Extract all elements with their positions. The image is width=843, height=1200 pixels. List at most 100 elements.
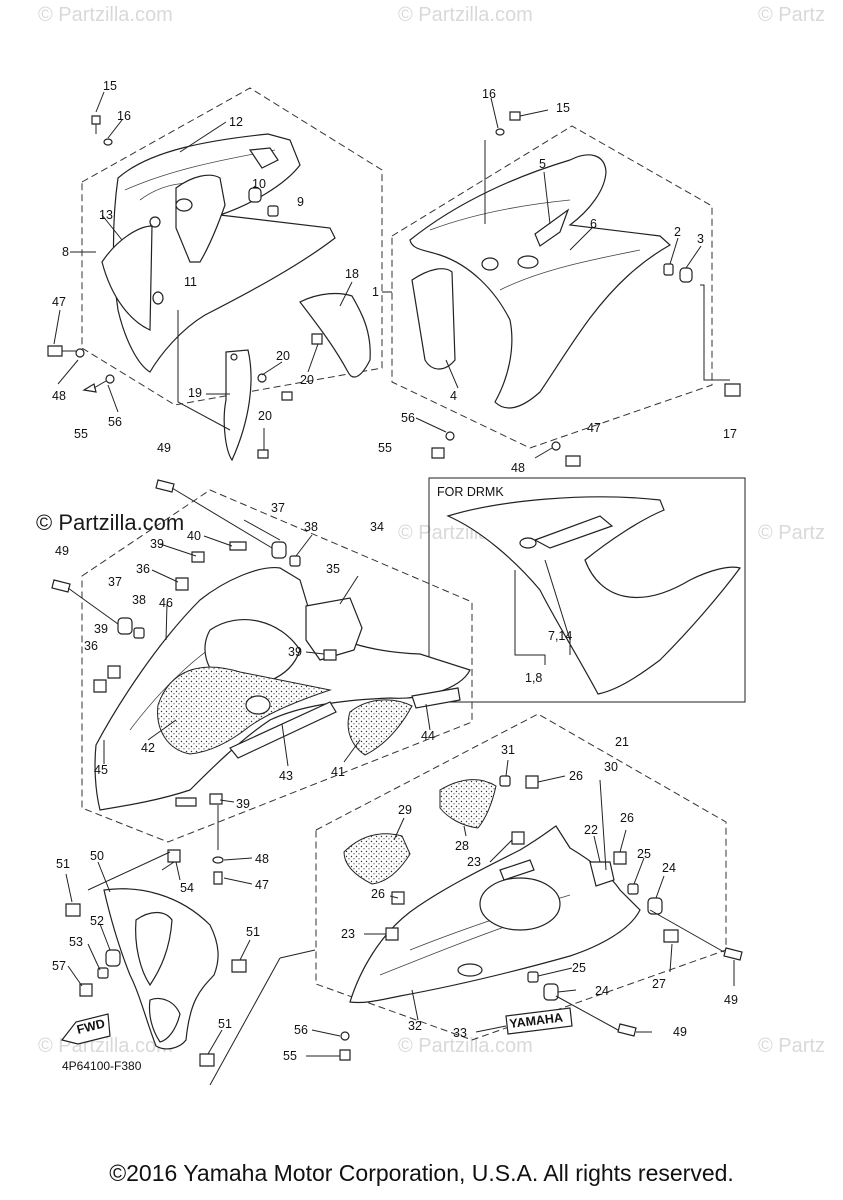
callout-45: 45 (94, 763, 108, 777)
callout-39: 39 (236, 797, 250, 811)
clip-36b (93, 679, 107, 693)
insulator-42 (157, 666, 332, 755)
insulator-28 (439, 779, 497, 829)
upper-right-cowling-group (382, 109, 741, 467)
fwd-label: FWD (75, 1016, 106, 1036)
collar-9 (267, 205, 279, 217)
callout-48: 48 (52, 389, 66, 403)
collar-38a (289, 555, 301, 567)
inner-bracket-19 (223, 349, 252, 462)
clip-23b (511, 831, 525, 845)
insulator-41 (347, 699, 413, 756)
watermark-bottom-right: © Partz (758, 1035, 825, 1057)
callout-22: 22 (584, 823, 598, 837)
callout-47: 47 (255, 878, 269, 892)
callout-24: 24 (595, 984, 609, 998)
callout-26: 26 (620, 811, 634, 825)
diagram-code: 4P64100-F380 (62, 1059, 142, 1073)
callout-44: 44 (421, 729, 435, 743)
clip-39b (107, 665, 121, 679)
clip-51a (65, 903, 81, 917)
callout-49: 49 (724, 993, 738, 1007)
callout-23: 23 (341, 927, 355, 941)
screw-15a (91, 115, 101, 125)
callout-42: 42 (141, 741, 155, 755)
callout-51: 51 (56, 857, 70, 871)
exhaust-opening (479, 877, 561, 931)
clip-26b (613, 851, 627, 865)
callout-23: 23 (467, 855, 481, 869)
callout-52: 52 (90, 914, 104, 928)
stay-35 (305, 597, 363, 661)
callout-36: 36 (84, 639, 98, 653)
collar-25a (627, 883, 639, 895)
watermark-bottom-middle: © Partzilla.com (398, 1035, 533, 1057)
callout-24: 24 (662, 861, 676, 875)
callout-28: 28 (455, 839, 469, 853)
callout-3: 3 (697, 232, 704, 246)
callout-20: 20 (276, 349, 290, 363)
callout-26: 26 (371, 887, 385, 901)
callout-20: 20 (258, 409, 272, 423)
bolt-49a (155, 479, 175, 493)
callout-55: 55 (74, 427, 88, 441)
grommet-37a (271, 541, 287, 559)
callout-29: 29 (398, 803, 412, 817)
callout-25: 25 (572, 961, 586, 975)
callout-56: 56 (294, 1023, 308, 1037)
bolt-47b (565, 455, 581, 467)
callout-16: 16 (482, 87, 496, 101)
clip-39a (191, 551, 205, 563)
callout-10: 10 (252, 177, 266, 191)
callout-36: 36 (136, 562, 150, 576)
callout-53: 53 (69, 935, 83, 949)
callout-11: 11 (184, 275, 197, 289)
bolt-47c (213, 871, 223, 885)
collar-38b (133, 627, 145, 639)
bracket-50 (103, 888, 219, 1050)
callout-4: 4 (450, 389, 457, 403)
clip-36a (175, 577, 189, 591)
yamaha-label: YAMAHA (509, 1011, 564, 1031)
copyright-notice: ©2016 Yamaha Motor Corporation, U.S.A. A… (109, 1160, 734, 1186)
bolt-54 (167, 849, 181, 863)
callout-2: 2 (674, 225, 681, 239)
callout-55: 55 (283, 1049, 297, 1063)
callout-39: 39 (150, 537, 164, 551)
callout-39: 39 (94, 622, 108, 636)
inner-panel-right (411, 268, 456, 370)
clip-39d (209, 793, 223, 805)
bolt-55c (339, 1049, 351, 1061)
callout-47: 47 (52, 295, 66, 309)
side-cowling-left (112, 133, 336, 373)
collar-25b (527, 971, 539, 983)
callout-5: 5 (539, 157, 546, 171)
bolt-57 (79, 983, 93, 997)
callout-18: 18 (345, 267, 359, 281)
leader-lines (53, 91, 735, 1057)
clip-26a (525, 775, 539, 789)
inset-emblem (533, 515, 614, 549)
side-cowling-right (409, 154, 672, 409)
bolt-49b (51, 579, 71, 593)
callout-34: 34 (370, 520, 384, 534)
inner-panel-left (101, 225, 153, 331)
callout-21: 21 (615, 735, 629, 749)
callout-35: 35 (326, 562, 340, 576)
inset-drmk: FOR DRMK 7,14 1,8 (428, 477, 746, 703)
watermark-top-left: © Partzilla.com (38, 4, 173, 26)
grommet-37b (117, 617, 133, 635)
callout-19: 19 (188, 386, 202, 400)
callout-13: 13 (99, 208, 113, 222)
callout-49: 49 (673, 1025, 687, 1039)
clip-39c (323, 649, 337, 661)
watermark-top-right: © Partz (758, 4, 825, 26)
callout-15: 15 (103, 79, 117, 93)
bolt-17 (724, 383, 741, 397)
stay-18 (299, 292, 371, 378)
middle-side-panel-group (51, 479, 473, 885)
bolt-49d (617, 1023, 637, 1037)
emblem-5 (534, 208, 570, 247)
bolt-40 (229, 541, 247, 551)
callout-48: 48 (255, 852, 269, 866)
